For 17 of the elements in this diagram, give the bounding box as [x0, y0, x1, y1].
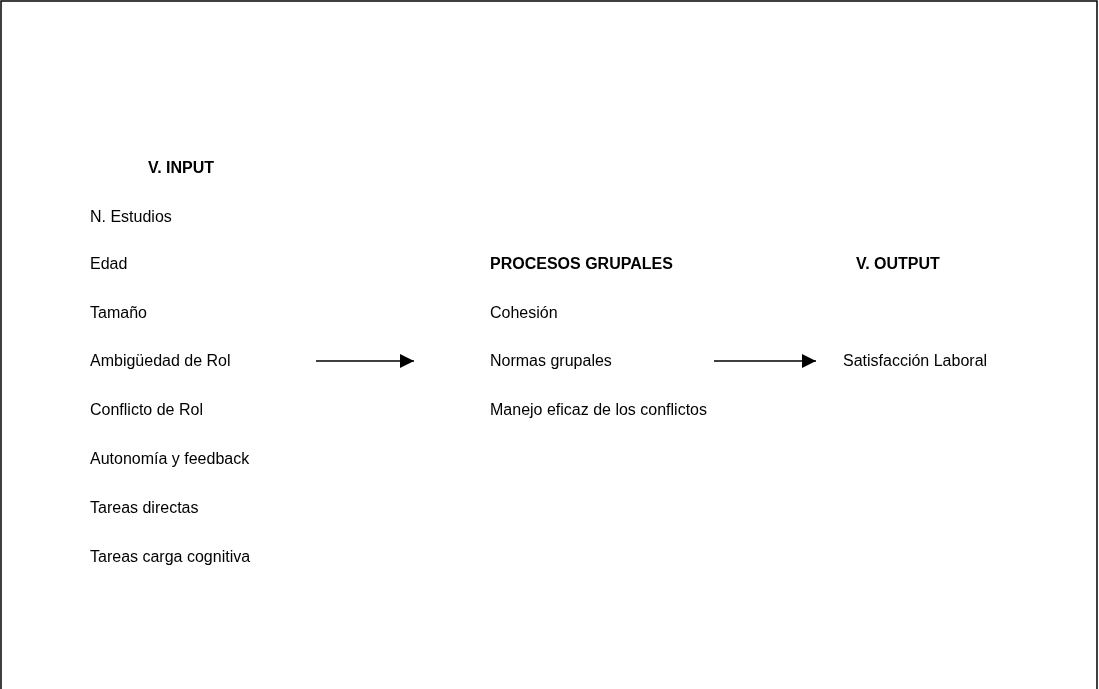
column-heading: V. OUTPUT: [856, 254, 940, 274]
column-heading: V. INPUT: [148, 158, 215, 178]
variable-label: Manejo eficaz de los conflictos: [490, 400, 707, 420]
variable-label: Tareas carga cognitiva: [90, 547, 251, 567]
column-heading: PROCESOS GRUPALES: [490, 254, 673, 274]
variable-label: N. Estudios: [90, 207, 172, 227]
variable-label: Tamaño: [90, 303, 147, 323]
arrow: [713, 354, 817, 368]
variable-label: Conflicto de Rol: [90, 400, 203, 420]
variable-label: Edad: [90, 254, 128, 274]
variable-label: Autonomía y feedback: [90, 449, 250, 469]
variable-label: Normas grupales: [490, 351, 612, 371]
variable-label: Ambigüedad de Rol: [90, 351, 231, 371]
variable-label: Cohesión: [490, 303, 558, 323]
variable-label: Satisfacción Laboral: [843, 351, 988, 371]
arrow: [315, 354, 415, 368]
variable-label: Tareas directas: [90, 498, 199, 518]
